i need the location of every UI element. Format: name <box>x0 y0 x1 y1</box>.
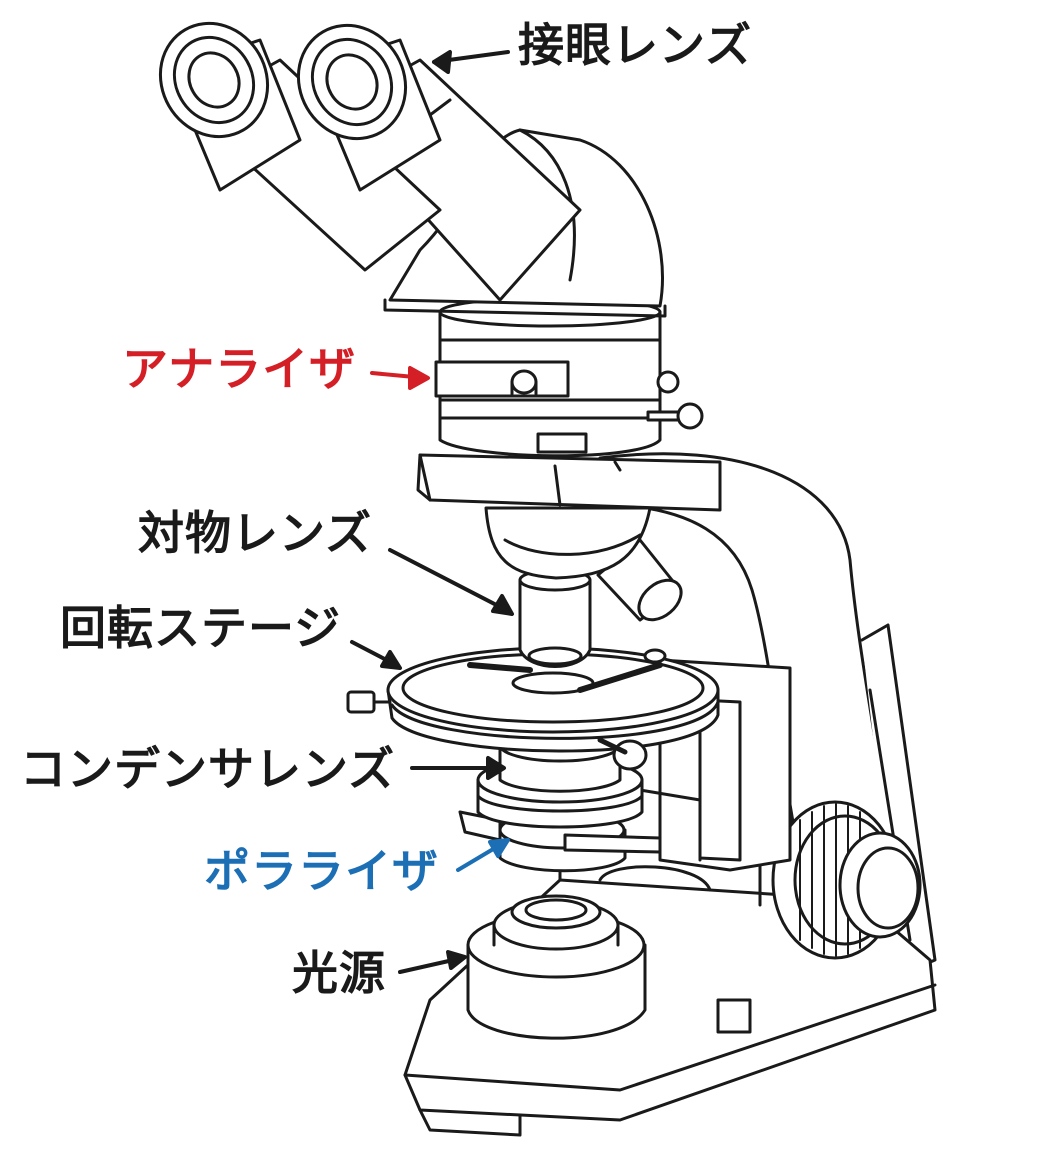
eyepiece-arrow <box>432 50 510 74</box>
light-source-label: 光源 <box>292 946 386 1000</box>
analyzer-arrow <box>370 366 430 390</box>
stage-label: 回転ステージ <box>60 601 342 655</box>
eyepiece-label: 接眼レンズ <box>518 18 753 72</box>
light-source-arrow <box>398 950 467 974</box>
objective-arrow <box>388 548 514 616</box>
eyepieces <box>158 21 582 302</box>
focus-knob <box>771 800 922 960</box>
light-source <box>466 894 647 1040</box>
objective-label: 対物レンズ <box>138 506 373 560</box>
analyzer-tube <box>434 296 704 458</box>
nosepiece <box>484 506 652 580</box>
arm-head <box>416 453 722 512</box>
pointer-arrows <box>350 50 514 974</box>
polarizer-arrow <box>456 838 510 872</box>
rotating-stage <box>346 646 720 771</box>
polarizer-label: ポラライザ <box>204 844 439 898</box>
condenser-arrow <box>410 756 506 780</box>
analyzer-label: アナライザ <box>122 342 357 396</box>
stage-arrow <box>350 640 402 670</box>
condenser-label: コンデンサレンズ <box>20 742 396 796</box>
